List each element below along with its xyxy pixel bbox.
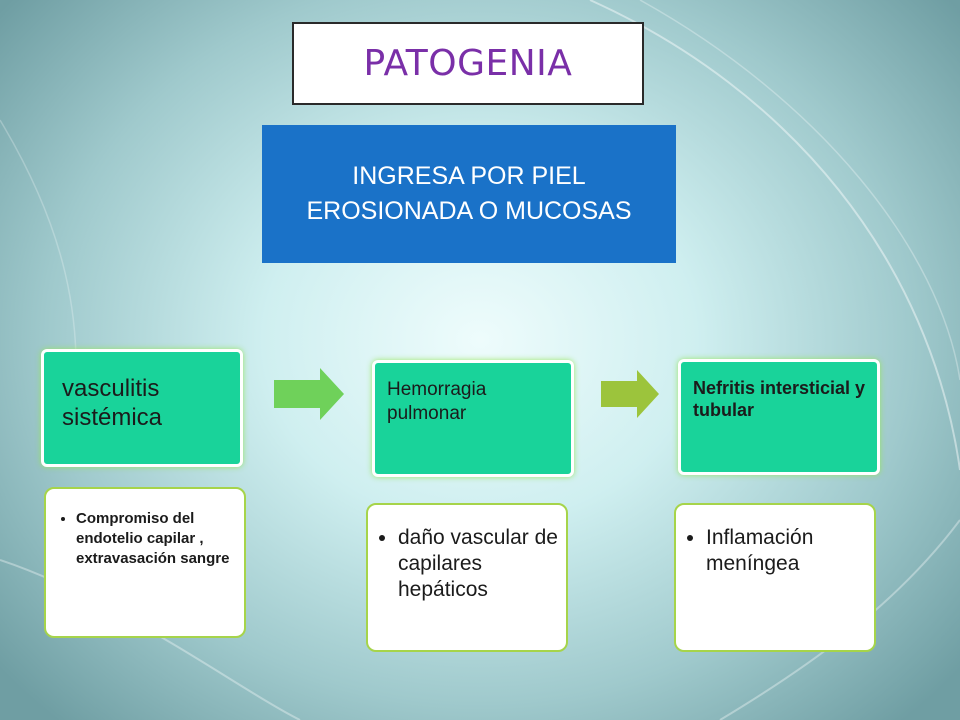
step-2-heading: Hemorragia pulmonar [387,379,487,424]
arrow-right-icon [601,370,659,418]
step-2-detail: daño vascular de capilares hepáticos [398,525,560,603]
step-1-detail-box: Compromiso del endotelio capilar , extra… [44,487,246,638]
step-2-detail-box: daño vascular de capilares hepáticos [366,503,568,652]
step-1-heading: vasculitis sistémica [62,375,163,431]
step-1-detail: Compromiso del endotelio capilar , extra… [76,509,236,569]
step-3-box: Nefritis intersticial y tubular [678,359,880,475]
intro-box: INGRESA POR PIEL EROSIONADA O MUCOSAS [262,125,676,263]
arrow-right-icon [274,368,344,420]
step-2-box: Hemorragia pulmonar [372,360,574,477]
step-3-heading: Nefritis intersticial y tubular [693,378,866,420]
step-3-detail: Inflamación meníngea [706,525,868,577]
title-box: PATOGENIA [292,22,644,105]
step-1-box: vasculitis sistémica [41,349,243,467]
intro-text: INGRESA POR PIEL EROSIONADA O MUCOSAS [306,162,632,225]
slide-title: PATOGENIA [363,43,573,84]
step-3-detail-box: Inflamación meníngea [674,503,876,652]
